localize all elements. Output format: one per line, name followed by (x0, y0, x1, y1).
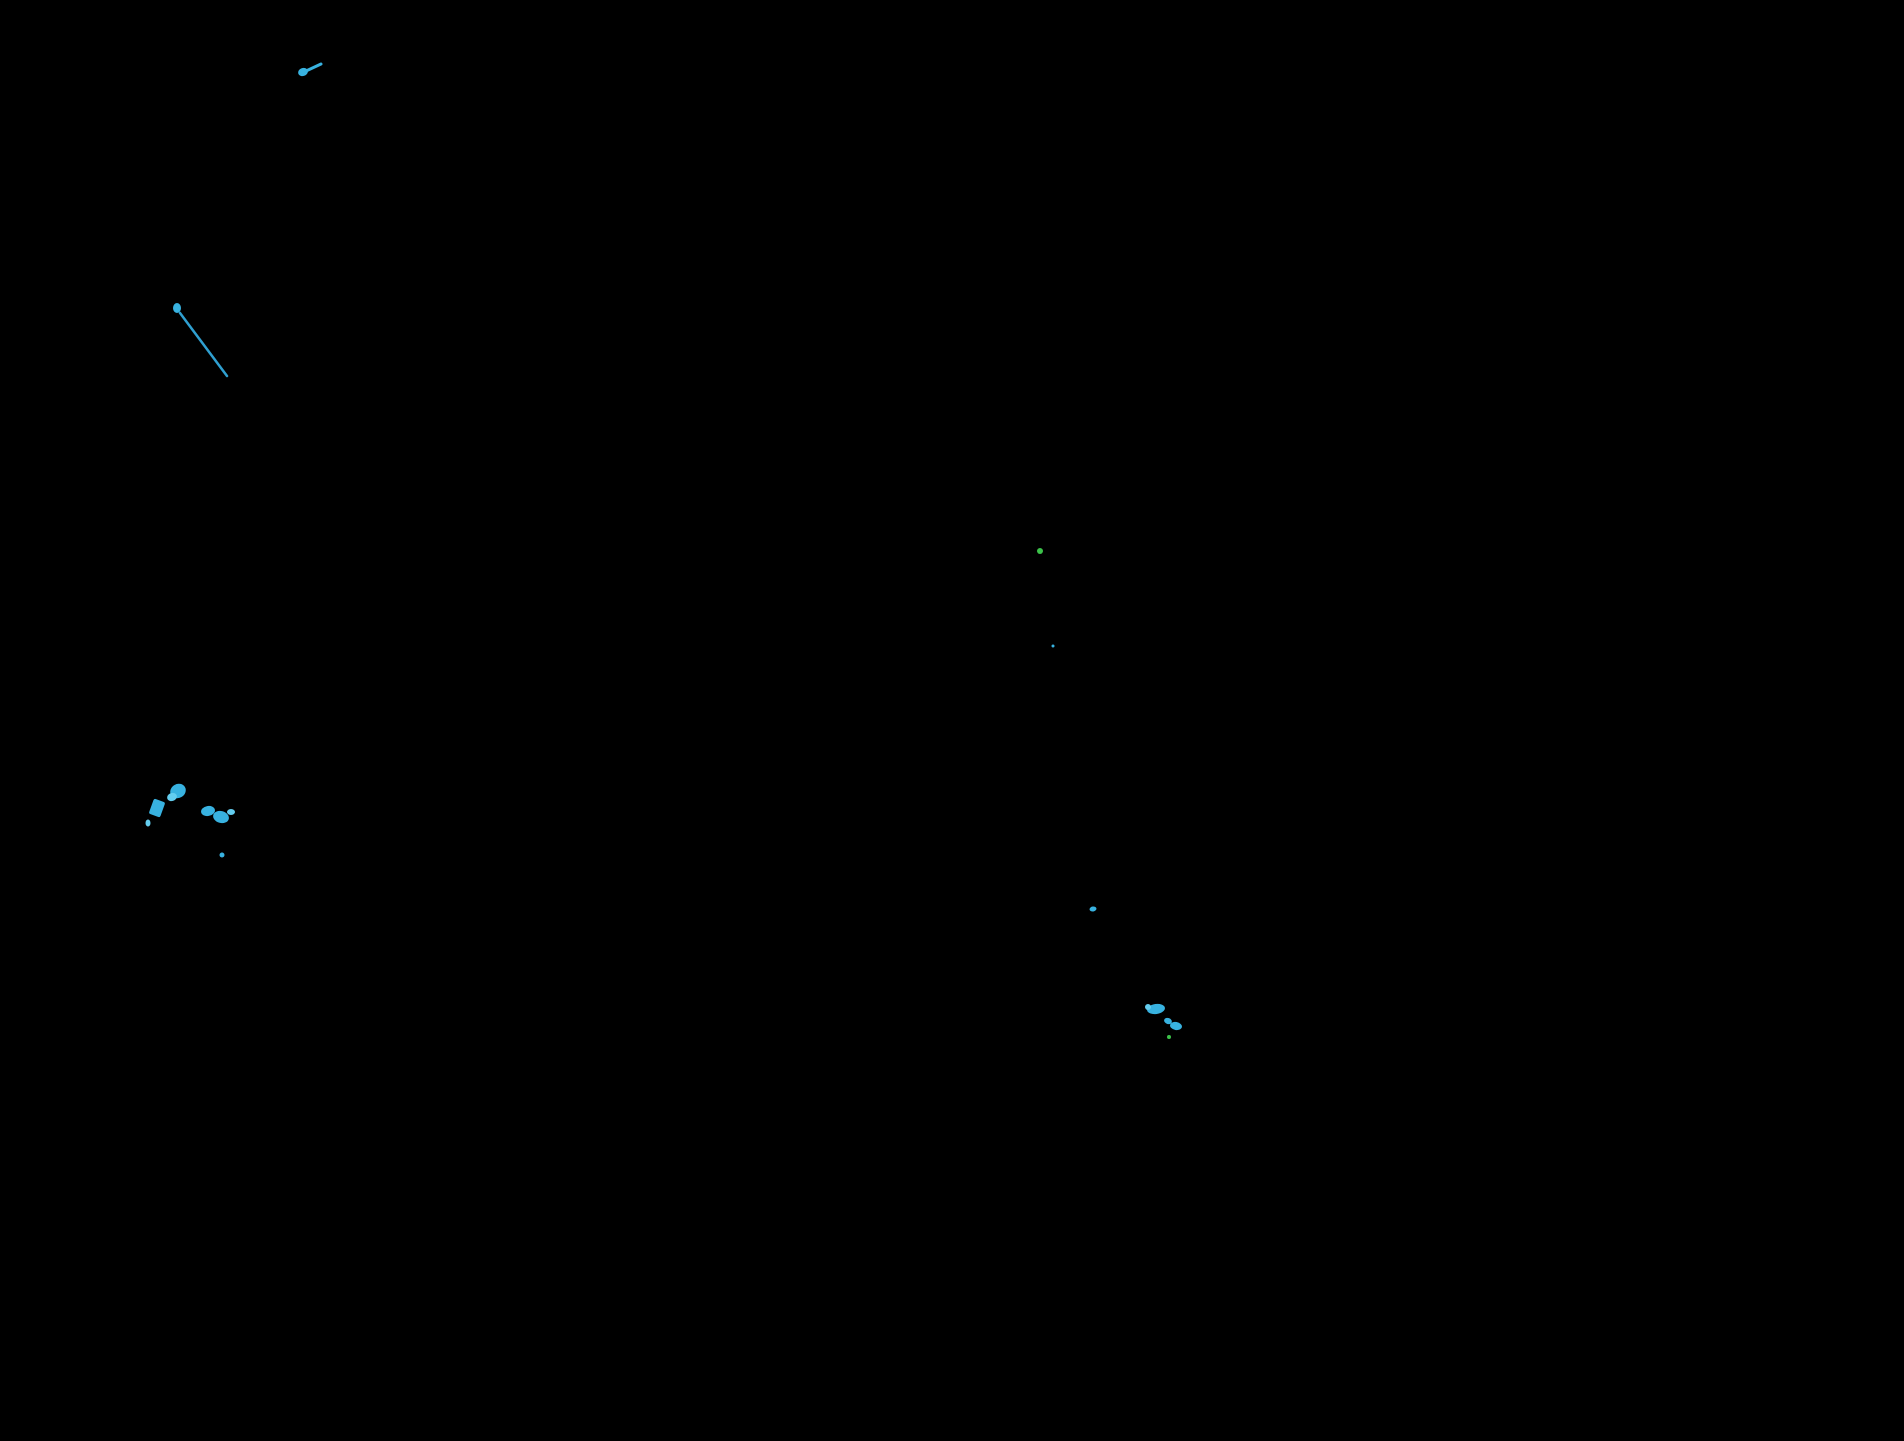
cluster-left-dot-e (219, 852, 225, 858)
cluster-left-blob-d3 (227, 809, 235, 815)
cluster-br-green-dot (1167, 1035, 1171, 1039)
cluster-left-blob-d2 (213, 810, 229, 824)
streak-top-left (304, 62, 323, 73)
cluster-left-blob-b (149, 798, 165, 818)
tiny-dot-mid (1051, 644, 1055, 648)
cluster-left-blob-d1 (201, 805, 215, 817)
cluster-left-dot-c (145, 819, 151, 827)
cluster-br-blob-a (1147, 1003, 1165, 1015)
cluster-br-blob-a2 (1145, 1004, 1151, 1010)
cluster-br-blob-b (1164, 1017, 1172, 1025)
green-dot-upper (1037, 548, 1043, 554)
diagonal-streak (178, 311, 229, 378)
cluster-br-blob-c (1170, 1021, 1182, 1031)
tiny-dot-right (1089, 906, 1097, 912)
diagonal-streak-head (173, 303, 181, 313)
cluster-left-blob-a2 (167, 792, 177, 802)
